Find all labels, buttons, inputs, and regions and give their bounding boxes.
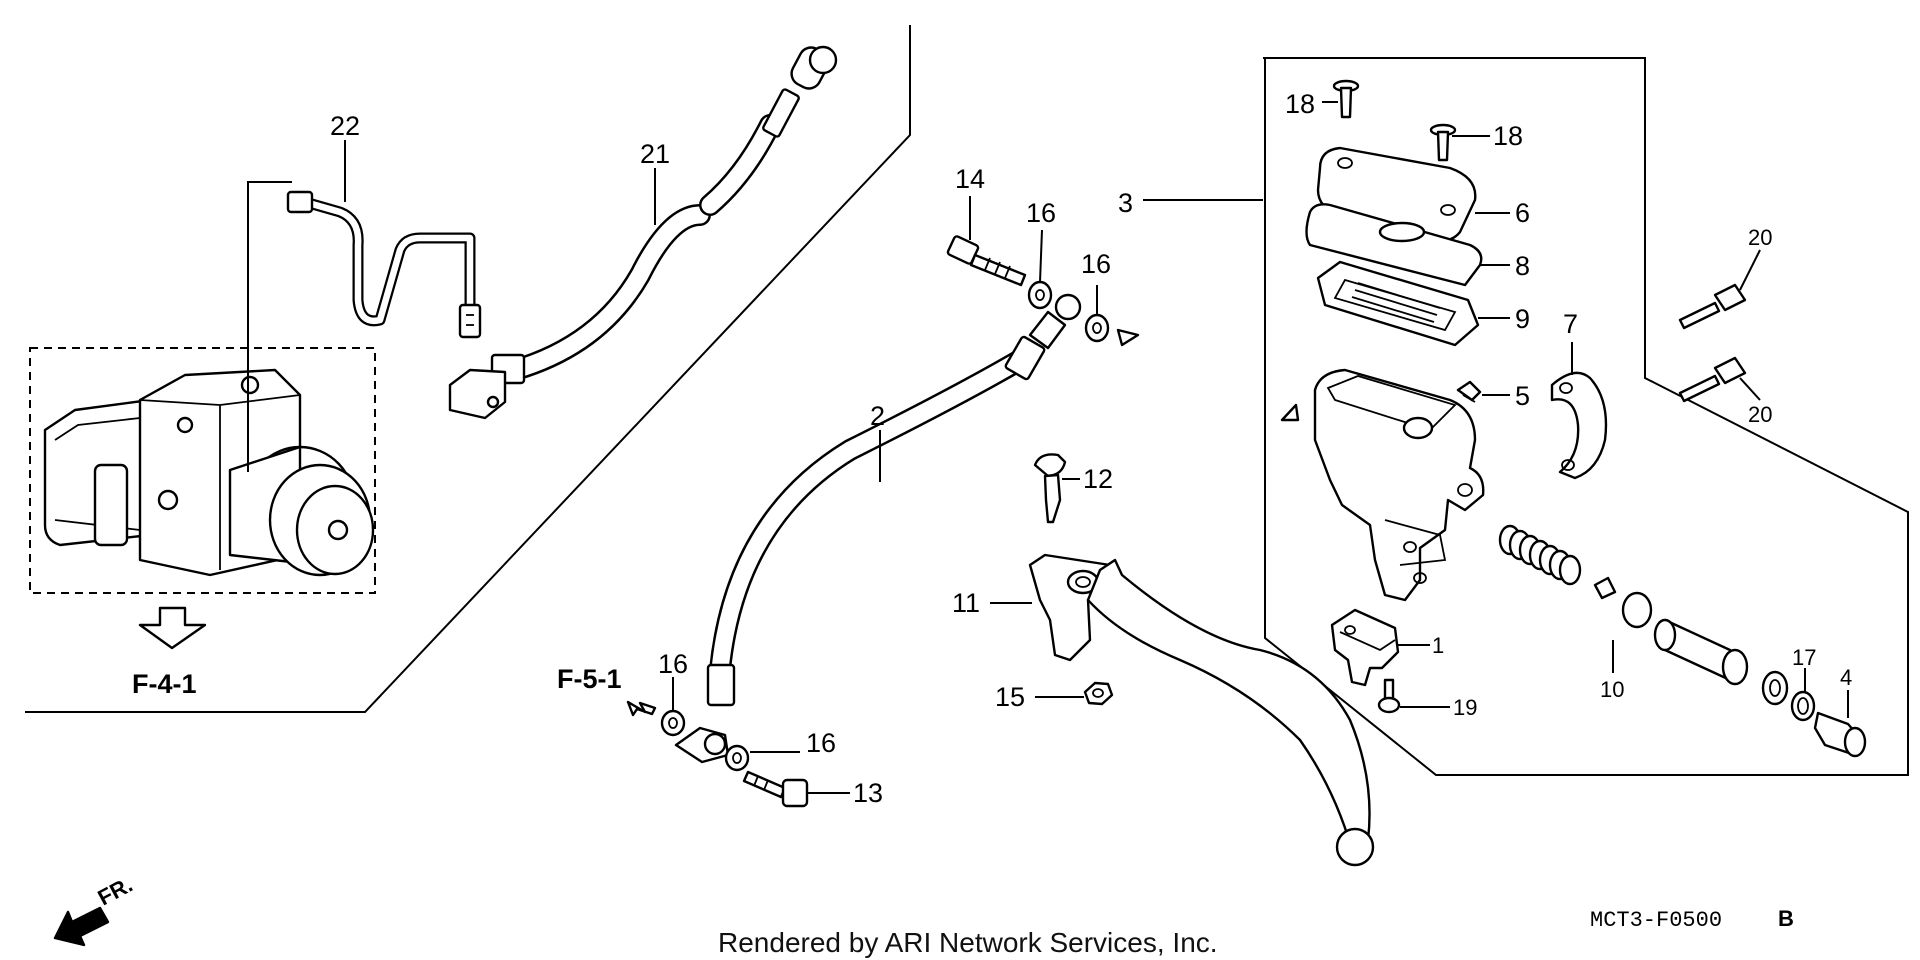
callout-9: 9 [1515, 304, 1530, 334]
callout-20a: 20 [1748, 225, 1772, 250]
spring [1498, 524, 1582, 586]
part-16-washer-d[interactable] [724, 744, 750, 772]
callout-16b: 16 [1081, 249, 1111, 279]
ref-f-4-1[interactable]: F-4-1 [132, 606, 207, 699]
callout-19: 19 [1453, 695, 1477, 720]
master-cylinder-body[interactable] [1313, 368, 1485, 602]
part-15-nut[interactable] [1083, 681, 1114, 706]
leader-16a [1039, 229, 1043, 283]
callout-18a: 18 [1285, 89, 1315, 119]
part-1-stop-switch[interactable] [1330, 608, 1400, 687]
callout-3: 3 [1118, 188, 1133, 218]
part-17-snap-ring[interactable] [1790, 690, 1816, 722]
callout-13: 13 [853, 778, 883, 808]
ref-f-4-1-label: F-4-1 [132, 669, 197, 699]
front-direction-indicator: FR. [53, 872, 137, 947]
arrow-left-icon [626, 700, 657, 717]
callout-11: 11 [952, 588, 980, 618]
part-10-piston-set[interactable] [1498, 524, 1789, 706]
part-16-washer-c[interactable] [660, 709, 686, 737]
part-22-brake-pipe[interactable] [286, 190, 482, 339]
leader-20a [1739, 249, 1761, 291]
callout-14: 14 [955, 164, 985, 194]
part-18-screw-b[interactable] [1429, 123, 1457, 162]
part-5-clip[interactable] [1456, 380, 1482, 403]
part-14-bolt[interactable] [946, 235, 1027, 287]
part-7-holder[interactable] [1550, 371, 1608, 480]
direction-arrow-icon [1116, 328, 1140, 347]
part-2-brake-hose[interactable] [674, 293, 1082, 764]
callout-2: 2 [870, 401, 885, 431]
direction-arrow-icon-b [1280, 403, 1300, 422]
callout-21: 21 [640, 139, 670, 169]
part-16-washer-b[interactable] [1084, 313, 1110, 343]
abs-modulator[interactable] [29, 347, 376, 594]
part-21-brake-hose[interactable] [448, 43, 838, 420]
callout-16a: 16 [1026, 198, 1056, 228]
callout-20b: 20 [1748, 402, 1772, 427]
part-8-plate[interactable] [1305, 203, 1483, 287]
fr-arrow-icon [53, 906, 110, 947]
master-cylinder-group-outline [1263, 57, 1909, 776]
callout-17: 17 [1792, 645, 1816, 670]
part-9-diaphragm[interactable] [1316, 260, 1480, 347]
part-13-bolt[interactable] [742, 770, 809, 808]
callout-7: 7 [1563, 309, 1578, 339]
part-20-bolt-a[interactable] [1678, 283, 1747, 330]
callout-16c: 16 [658, 649, 688, 679]
part-11-brake-lever[interactable] [1028, 553, 1375, 867]
callout-22: 22 [330, 111, 360, 141]
part-20-bolt-b[interactable] [1678, 356, 1747, 403]
part-4-boot[interactable] [1813, 711, 1867, 758]
fr-label: FR. [94, 872, 137, 911]
render-credit: Rendered by ARI Network Services, Inc. [718, 927, 1218, 958]
ref-f-5-1[interactable]: F-5-1 [557, 664, 657, 717]
callout-5: 5 [1515, 381, 1530, 411]
callout-1: 1 [1432, 633, 1444, 658]
part-18-screw-a[interactable] [1332, 79, 1360, 119]
section-divider-line [25, 25, 911, 713]
diagram-code: MCT3-F0500 [1590, 908, 1722, 933]
callout-4: 4 [1840, 665, 1852, 690]
part-19-screw[interactable] [1377, 678, 1401, 714]
callout-16d: 16 [806, 728, 836, 758]
callout-18b: 18 [1493, 121, 1523, 151]
callout-10: 10 [1600, 677, 1624, 702]
callout-12: 12 [1083, 464, 1113, 494]
diagram-code-suffix: B [1778, 906, 1794, 931]
callout-8: 8 [1515, 251, 1530, 281]
leader-20b [1739, 377, 1761, 401]
part-16-washer-a[interactable] [1027, 280, 1053, 310]
down-arrow-icon [138, 606, 207, 650]
ref-f-5-1-label: F-5-1 [557, 664, 622, 694]
callout-6: 6 [1515, 198, 1530, 228]
leader-22-abs [247, 181, 292, 472]
callout-15: 15 [995, 682, 1025, 712]
part-12-pivot-bolt[interactable] [1033, 453, 1067, 524]
